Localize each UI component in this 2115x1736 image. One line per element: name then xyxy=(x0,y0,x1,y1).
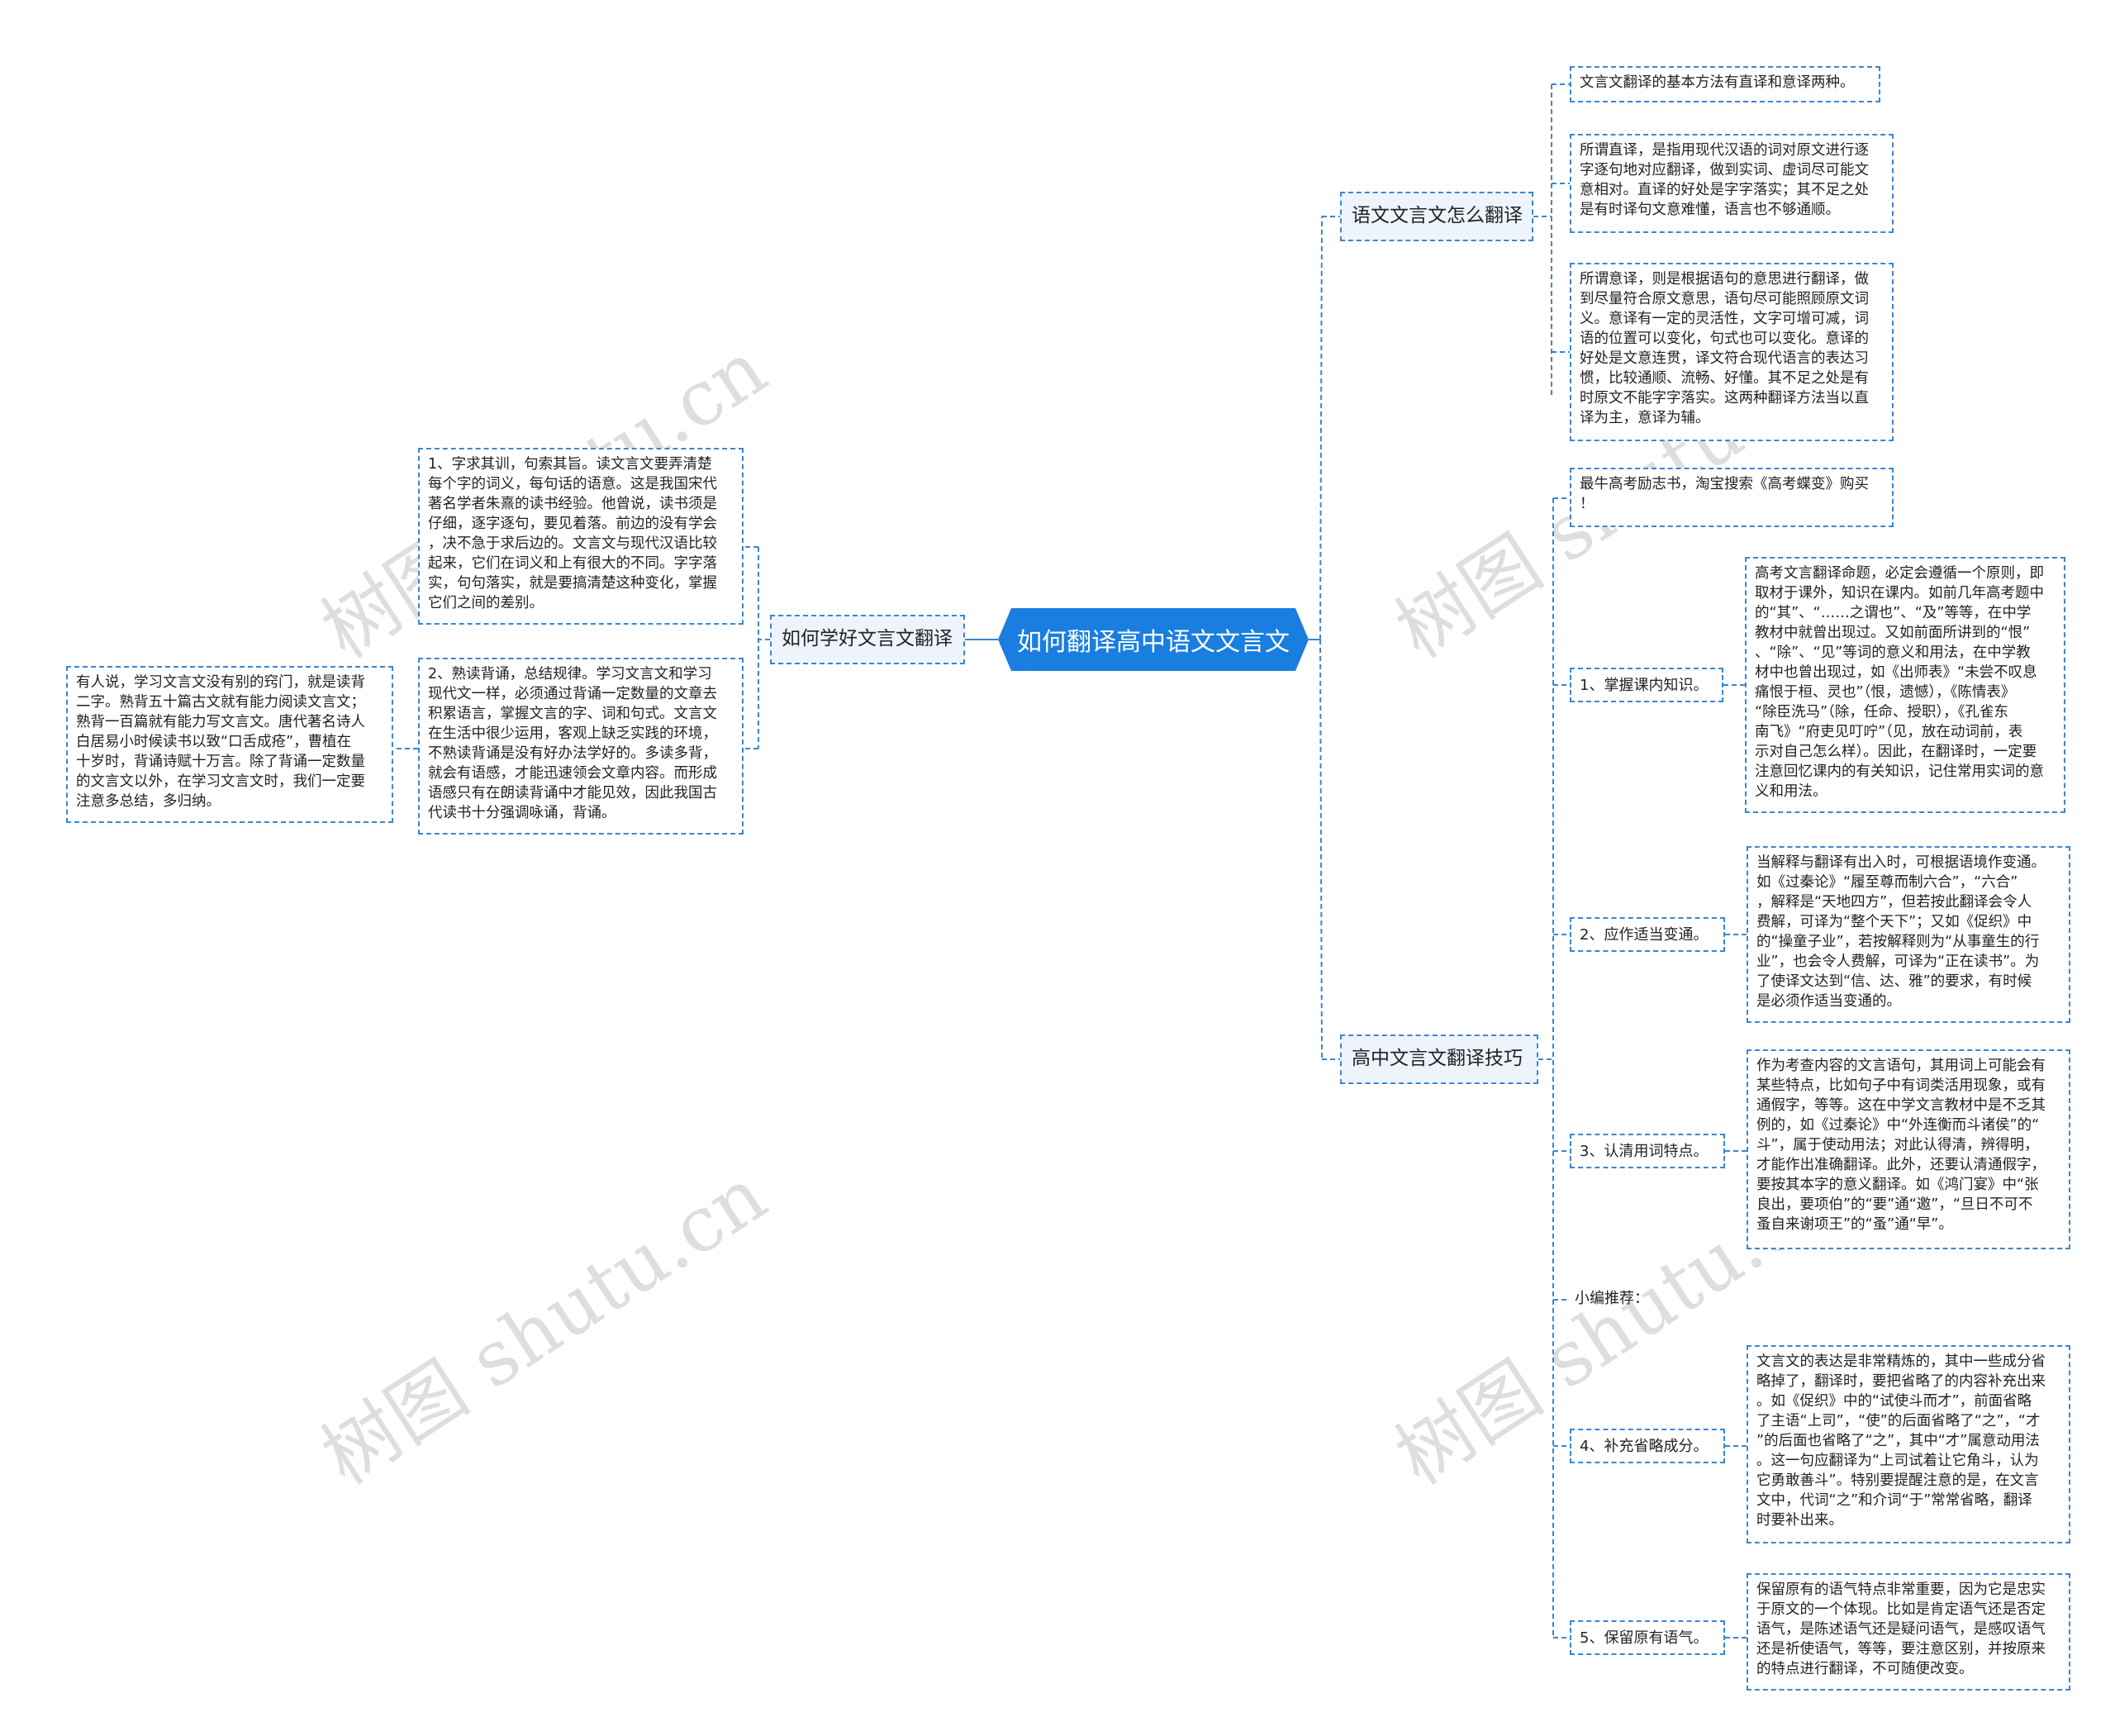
branch-label: 如何学好文言文翻译 xyxy=(782,628,953,649)
tip-5-text[interactable]: 保留原有的语气特点非常重要，因为它是忠实 于原文的一个体现。比如是肯定语气还是否… xyxy=(1747,1573,2070,1691)
branch-how-to-translate[interactable]: 语文文言文怎么翻译 xyxy=(1340,192,1533,241)
root-node[interactable]: 如何翻译高中语文文言文 xyxy=(998,608,1309,671)
tip-4-label[interactable]: 4、补充省略成分。 xyxy=(1570,1429,1725,1463)
tip-2-text[interactable]: 当解释与翻译有出入时，可根据语境作变通。 如《过秦论》“履至尊而制六合”，“六合… xyxy=(1747,846,2070,1023)
branch-label: 高中文言文翻译技巧 xyxy=(1352,1048,1523,1069)
editor-recommend[interactable]: 小编推荐： xyxy=(1575,1290,1649,1307)
branch-tips[interactable]: 高中文言文翻译技巧 xyxy=(1340,1034,1538,1084)
tip-1-text[interactable]: 高考文言翻译命题，必定会遵循一个原则，即 取材于课外，知识在课内。如前几年高考题… xyxy=(1745,557,2065,813)
tip-1-label[interactable]: 1、掌握课内知识。 xyxy=(1570,668,1723,702)
tip-label: 1、掌握课内知识。 xyxy=(1580,677,1709,694)
root-shape xyxy=(998,608,1309,671)
tip-label: 5、保留原有语气。 xyxy=(1580,1629,1709,1647)
branch-learn[interactable]: 如何学好文言文翻译 xyxy=(770,615,965,664)
tip-label: 2、应作适当变通。 xyxy=(1580,926,1709,944)
tip-label: 4、补充省略成分。 xyxy=(1580,1438,1709,1455)
root-label: 如何翻译高中语文文言文 xyxy=(1017,628,1290,657)
tip-3-label[interactable]: 3、认清用词特点。 xyxy=(1570,1134,1725,1168)
learn-1[interactable]: 1、字求其训，句索其旨。读文言文要弄清楚 每个字的词义，每句话的语意。这是我国宋… xyxy=(418,448,744,625)
learn-2[interactable]: 2、熟读背诵，总结规律。学习文言文和学习 现代文一样，必须通过背诵一定数量的文章… xyxy=(418,658,744,835)
tip-5-label[interactable]: 5、保留原有语气。 xyxy=(1570,1620,1725,1655)
leaf-literal-translation[interactable]: 所谓直译，是指用现代汉语的词对原文进行逐 字逐句地对应翻译，做到实词、虚词尽可能… xyxy=(1570,134,1894,233)
leaf-basic-methods[interactable]: 文言文翻译的基本方法有直译和意译两种。 xyxy=(1570,66,1880,102)
tip-label: 3、认清用词特点。 xyxy=(1580,1143,1709,1160)
branch-label: 语文文言文怎么翻译 xyxy=(1352,205,1523,226)
tip-3-text[interactable]: 作为考查内容的文言语句，其用词上可能会有 某些特点，比如句子中有词类活用现象，或… xyxy=(1747,1049,2070,1249)
learn-2-child[interactable]: 有人说，学习文言文没有别的窍门，就是读背 二字。熟背五十篇古文就有能力阅读文言文… xyxy=(66,666,393,823)
tip-2-label[interactable]: 2、应作适当变通。 xyxy=(1570,917,1725,952)
leaf-free-translation[interactable]: 所谓意译，则是根据语句的意思进行翻译，做 到尽量符合原文意思，语句尽可能照顾原文… xyxy=(1570,263,1894,441)
tip-4-text[interactable]: 文言文的表达是非常精炼的，其中一些成分省 略掉了，翻译时，要把省略了的内容补充出… xyxy=(1747,1345,2070,1543)
leaf-ad[interactable]: 最牛高考励志书，淘宝搜索《高考蝶变》购买 ！ xyxy=(1570,468,1894,527)
